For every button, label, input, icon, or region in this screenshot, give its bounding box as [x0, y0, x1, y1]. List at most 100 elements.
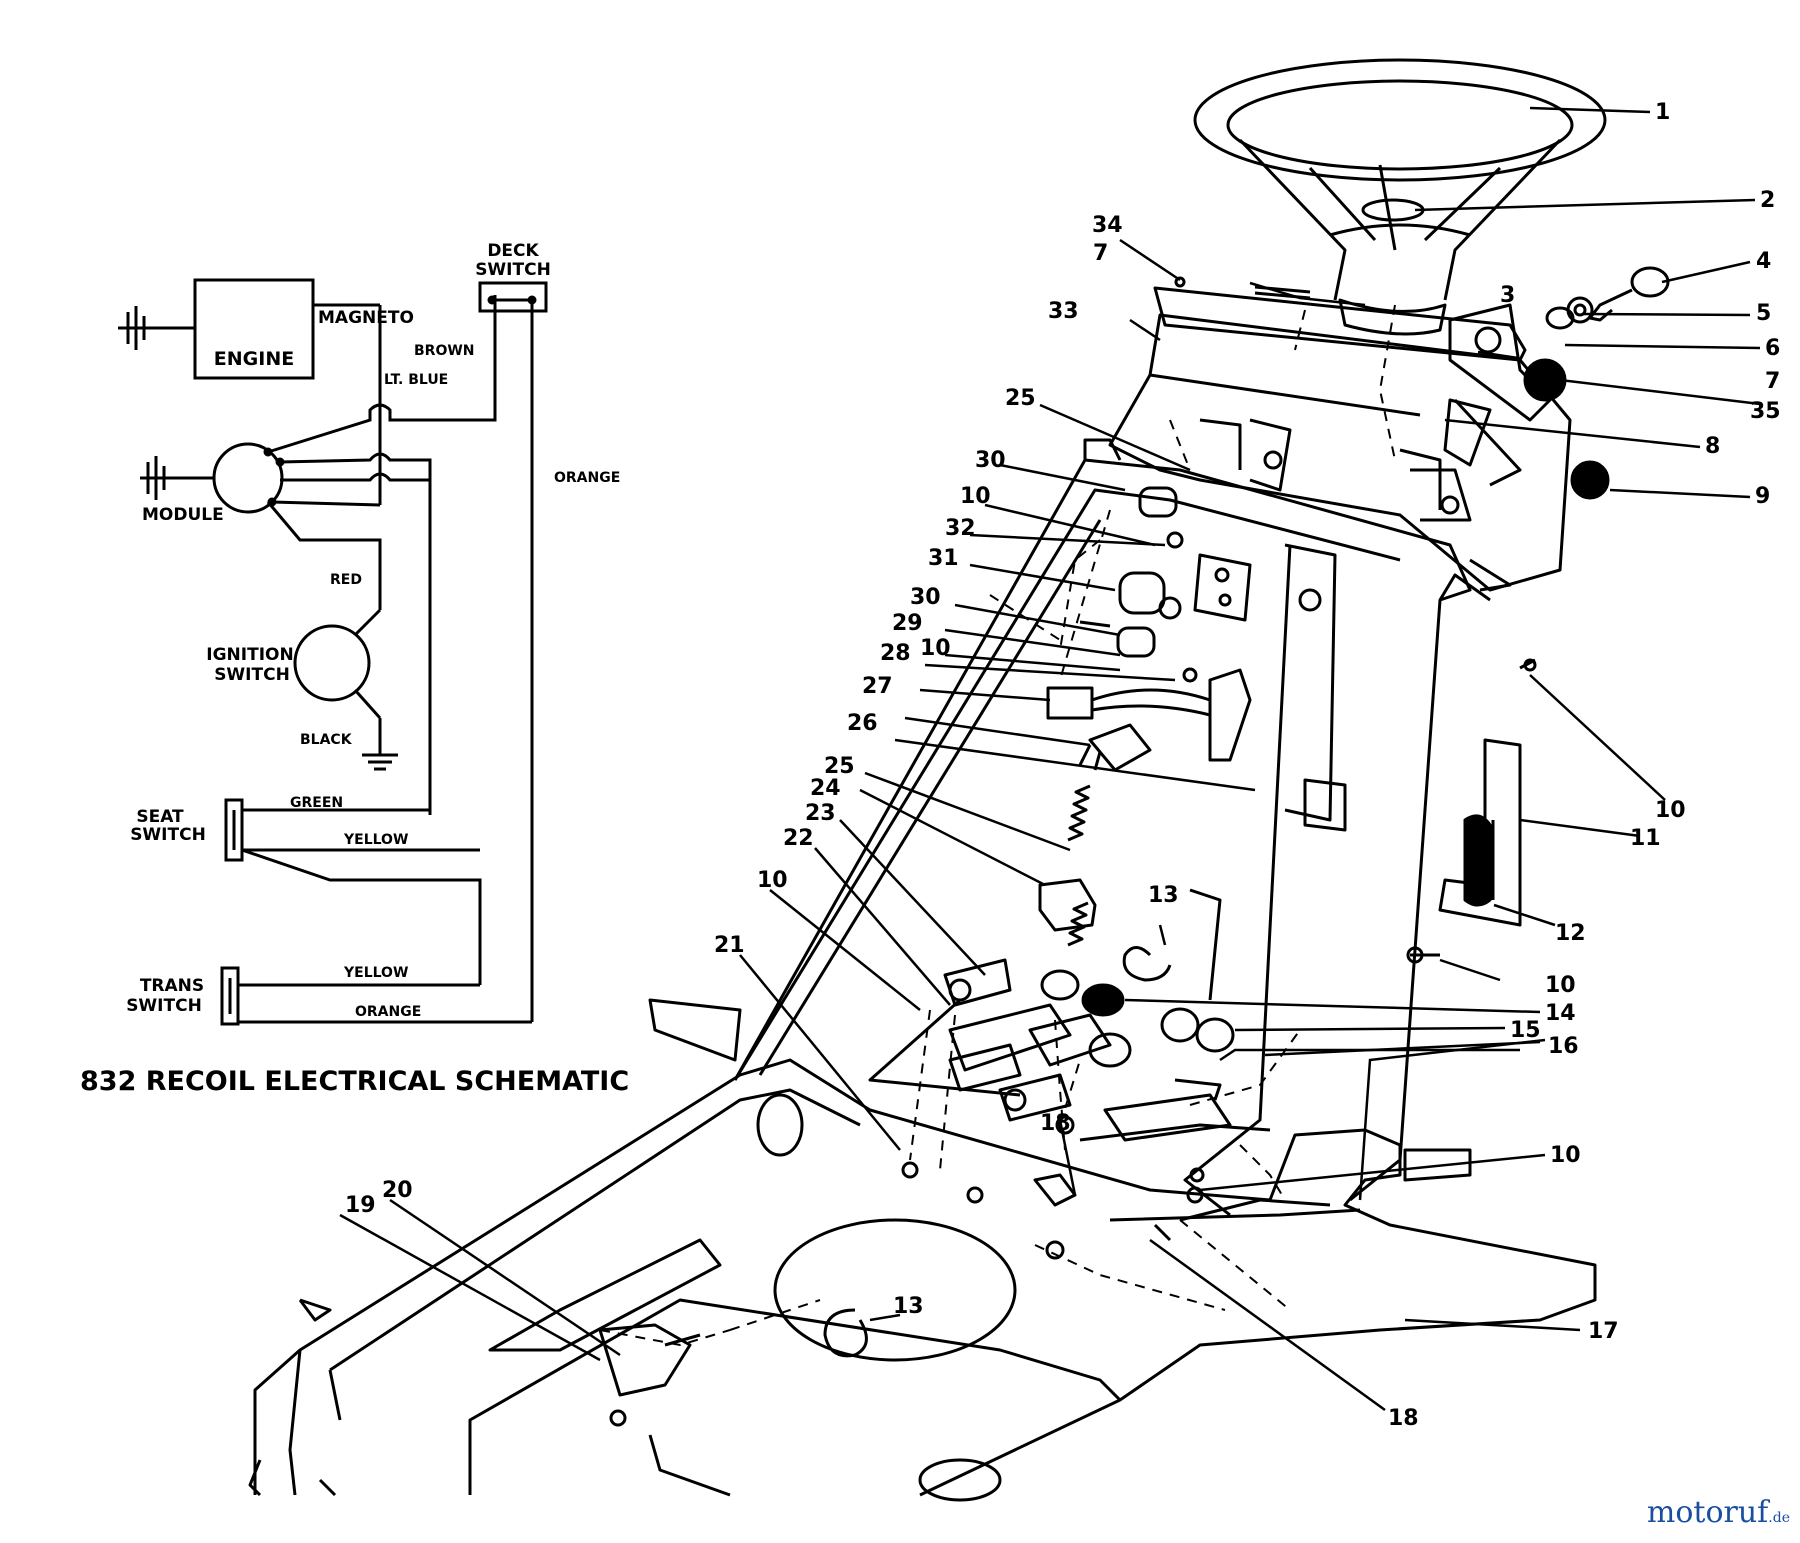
seat-label-2: SWITCH [130, 825, 206, 845]
pad-14 [1081, 983, 1125, 1017]
deck-switch-label-1: DECK [487, 241, 539, 261]
spring-25 [1067, 784, 1091, 947]
callout-30b: 30 [910, 585, 941, 610]
exploded-parts-drawing [248, 58, 1670, 1502]
callout-32: 32 [945, 516, 976, 541]
engine-box [193, 278, 315, 380]
deck-switch-box [478, 281, 548, 313]
steering-wheel [1193, 58, 1607, 336]
callout-30a: 30 [975, 448, 1006, 473]
bushings [1079, 486, 1182, 658]
ignition-label-2: SWITCH [214, 665, 290, 685]
wire-yellow1-label: YELLOW [343, 832, 408, 848]
pedal-linkage [943, 958, 1132, 1122]
callout-4: 4 [1756, 249, 1771, 274]
watermark-main: motoruf [1646, 1495, 1769, 1530]
callout-10b: 10 [920, 636, 951, 661]
clip-13-upper [1122, 946, 1172, 982]
electrical-schematic [118, 278, 548, 1026]
callout-3: 3 [1500, 283, 1515, 308]
callout-2: 2 [1760, 188, 1775, 213]
callout-21: 21 [714, 933, 745, 958]
clip-13-lower [823, 1308, 868, 1358]
callout-9: 9 [1755, 484, 1770, 509]
wire-ltblue-label: LT. BLUE [384, 372, 448, 388]
callout-10a: 10 [960, 484, 991, 509]
dash-panel [1108, 313, 1572, 592]
callout-16: 16 [1548, 1034, 1579, 1059]
callout-31: 31 [928, 546, 959, 571]
callout-25a: 25 [1005, 386, 1036, 411]
wire-yellow2-label: YELLOW [343, 965, 408, 981]
knob-35 [1523, 358, 1567, 402]
ignition-ground-icon [362, 753, 398, 771]
trans-switch-box [220, 966, 240, 1026]
callout-10e: 10 [1545, 973, 1576, 998]
callout-20: 20 [382, 1178, 413, 1203]
callout-18b: 18 [1388, 1406, 1419, 1431]
callout-10f: 10 [1550, 1143, 1581, 1168]
callout-24: 24 [810, 776, 841, 801]
center-column [1189, 543, 1347, 1001]
chassis-floor [248, 1058, 1597, 1502]
callout-18a: 18 [1040, 1111, 1071, 1136]
seat-switch-part [1078, 723, 1152, 772]
callout-13a: 13 [1148, 883, 1179, 908]
deck-switch-label-2: SWITCH [475, 260, 551, 280]
bracket-16 [1103, 1093, 1232, 1142]
side-panel [1438, 738, 1522, 927]
callout-15: 15 [1510, 1018, 1541, 1043]
callout-19: 19 [345, 1193, 376, 1218]
callout-34: 34 [1092, 213, 1123, 238]
module-ground-icon [140, 456, 215, 500]
callout-numbers: 1 2 34 7 4 33 5 3 6 7 35 25 8 30 9 10 32… [345, 100, 1781, 1431]
callout-5: 5 [1756, 301, 1771, 326]
wire-orange1-label: ORANGE [554, 470, 620, 486]
callout-6: 6 [1765, 336, 1780, 361]
callout-25b: 25 [824, 754, 855, 779]
ignition-switch-circle [293, 624, 371, 702]
schematic-caption: 832 RECOIL ELECTRICAL SCHEMATIC [80, 1066, 629, 1097]
callout-17: 17 [1588, 1319, 1619, 1344]
leader-lines [339, 106, 1761, 1412]
ignition-key-icon [1545, 266, 1670, 330]
callout-10c: 10 [1655, 798, 1686, 823]
callout-26: 26 [847, 711, 878, 736]
callout-7b: 7 [1765, 369, 1780, 394]
wire-green-label: GREEN [290, 795, 343, 811]
watermark-suffix: .de [1768, 1510, 1790, 1526]
callout-35: 35 [1750, 399, 1781, 424]
engine-ground-icon [118, 306, 195, 350]
fasteners [609, 276, 1537, 1427]
callout-33: 33 [1048, 299, 1079, 324]
callout-14: 14 [1545, 1001, 1576, 1026]
wire-orange2-label: ORANGE [355, 1004, 421, 1020]
trans-label-1: TRANS [140, 976, 204, 996]
knob-9 [1570, 460, 1610, 500]
callout-1: 1 [1655, 100, 1670, 125]
wire-red-label: RED [330, 572, 362, 588]
wire-brown-label: BROWN [414, 343, 475, 359]
callout-27: 27 [862, 674, 893, 699]
callout-8: 8 [1705, 434, 1720, 459]
block-24 [1038, 878, 1097, 932]
callout-22: 22 [783, 826, 814, 851]
seat-switch-box [224, 798, 244, 862]
bracket-20 [598, 1323, 692, 1397]
ignition-label-1: IGNITION [206, 645, 293, 665]
callout-13b: 13 [893, 1294, 924, 1319]
magneto-label: MAGNETO [318, 308, 414, 328]
trans-label-2: SWITCH [126, 996, 202, 1016]
seat-label-1: SEAT [136, 807, 184, 827]
wire-connector [1046, 668, 1252, 762]
callout-29: 29 [892, 611, 923, 636]
wire-black-label: BLACK [300, 732, 353, 748]
callout-23: 23 [805, 801, 836, 826]
engine-label: ENGINE [214, 348, 294, 370]
dashboard-tower [733, 438, 1512, 1222]
callout-28: 28 [880, 641, 911, 666]
module-label: MODULE [142, 505, 224, 525]
watermark: motoruf.de [1647, 1495, 1790, 1530]
